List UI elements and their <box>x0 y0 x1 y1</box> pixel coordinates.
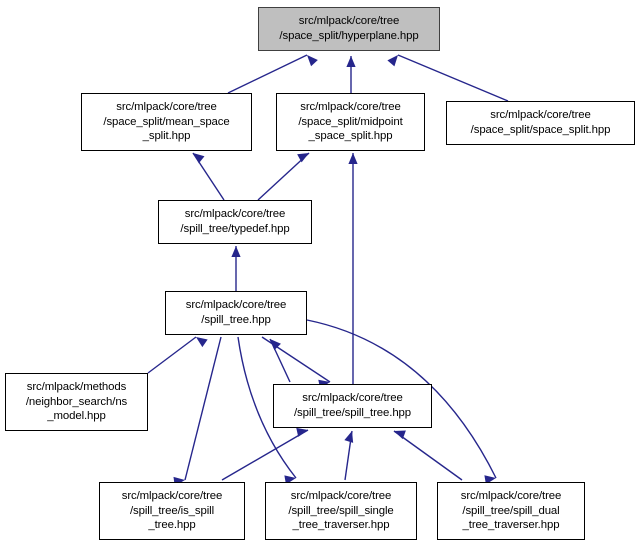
node-spill_tree_top[interactable]: src/mlpack/core/tree /spill_tree.hpp <box>165 291 307 335</box>
node-label-space_split: src/mlpack/core/tree /space_split/space_… <box>470 109 611 136</box>
node-hyperplane[interactable]: src/mlpack/core/tree /space_split/hyperp… <box>258 7 440 51</box>
node-label-midpoint_space_split: src/mlpack/core/tree /space_split/midpoi… <box>298 101 403 143</box>
node-space_split[interactable]: src/mlpack/core/tree /space_split/space_… <box>446 101 635 145</box>
edge-spill_dual_tree_traverser-to-spill_tree_impl <box>393 430 463 481</box>
node-label-hyperplane: src/mlpack/core/tree /space_split/hyperp… <box>279 15 419 42</box>
edge-spill_tree_impl-to-spill_tree_top <box>269 338 291 383</box>
node-label-mean_space_split: src/mlpack/core/tree /space_split/mean_s… <box>103 101 230 143</box>
node-spill_tree_impl[interactable]: src/mlpack/core/tree /spill_tree/spill_t… <box>273 384 432 428</box>
node-label-is_spill_tree: src/mlpack/core/tree /spill_tree/is_spil… <box>121 490 223 532</box>
node-ns_model[interactable]: src/mlpack/methods /neighbor_search/ns _… <box>5 373 148 431</box>
arrowhead-spill_tree_impl-to-spill_tree_top <box>270 339 281 351</box>
node-midpoint_space_split[interactable]: src/mlpack/core/tree /space_split/midpoi… <box>276 93 425 151</box>
edge-spill_single_tree_traverser-to-spill_tree_impl <box>344 430 353 481</box>
edge-is_spill_tree-to-spill_tree_impl <box>221 429 309 481</box>
arrowhead-midpoint_space_split-to-hyperplane <box>346 56 356 67</box>
edge-typedef-to-midpoint_space_split <box>257 152 310 201</box>
node-label-typedef: src/mlpack/core/tree /spill_tree/typedef… <box>180 208 290 235</box>
arrowhead-spill_tree_top-to-typedef <box>231 246 241 257</box>
arrowhead-space_split-to-hyperplane <box>387 55 398 67</box>
edge-spill_tree_top-to-spill_tree_impl <box>261 336 331 383</box>
node-label-spill_tree_impl: src/mlpack/core/tree /spill_tree/spill_t… <box>293 392 412 419</box>
arrowhead-spill_single_tree_traverser-to-spill_tree_impl <box>344 431 354 443</box>
edge-mean_space_split-to-hyperplane <box>227 54 308 94</box>
node-mean_space_split[interactable]: src/mlpack/core/tree /space_split/mean_s… <box>81 93 252 151</box>
arrowhead-spill_dual_tree_traverser-to-spill_tree_impl <box>394 430 406 440</box>
node-typedef[interactable]: src/mlpack/core/tree /spill_tree/typedef… <box>158 200 312 244</box>
node-label-spill_single_tree_traverser: src/mlpack/core/tree /spill_tree/spill_s… <box>288 490 394 532</box>
node-spill_single_tree_traverser[interactable]: src/mlpack/core/tree /spill_tree/spill_s… <box>265 482 417 540</box>
arrowhead-spill_tree_impl-to-midpoint_space_split <box>348 153 358 164</box>
node-label-spill_dual_tree_traverser: src/mlpack/core/tree /spill_tree/spill_d… <box>460 490 562 532</box>
edge-typedef-to-mean_space_split <box>192 152 225 201</box>
node-label-spill_tree_top: src/mlpack/core/tree /spill_tree.hpp <box>185 299 287 326</box>
edge-ns_model-to-spill_tree_top <box>147 336 197 374</box>
arrowhead-typedef-to-mean_space_split <box>193 153 205 164</box>
edge-spill_tree_top-to-is_spill_tree <box>184 336 222 481</box>
arrowhead-ns_model-to-spill_tree_top <box>196 337 208 348</box>
node-label-ns_model: src/mlpack/methods /neighbor_search/ns _… <box>25 381 128 423</box>
node-is_spill_tree[interactable]: src/mlpack/core/tree /spill_tree/is_spil… <box>99 482 245 540</box>
arrowhead-mean_space_split-to-hyperplane <box>307 55 318 67</box>
node-spill_dual_tree_traverser[interactable]: src/mlpack/core/tree /spill_tree/spill_d… <box>437 482 585 540</box>
